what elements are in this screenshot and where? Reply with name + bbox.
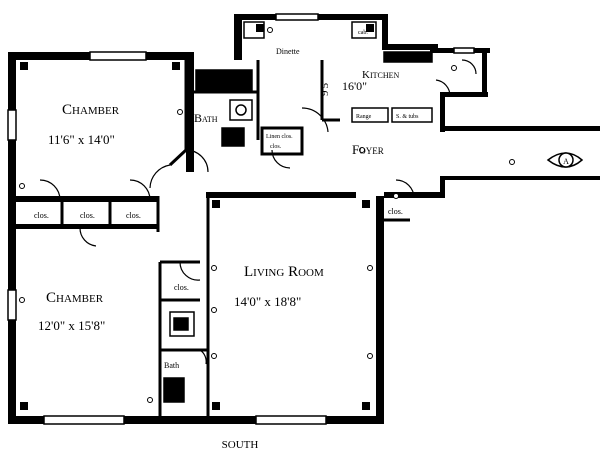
kitchen-name: Kitchen [362,69,399,81]
entry-marker: A [546,152,584,168]
kitchen-dims: 16'0" [342,79,367,93]
range-label: Range [356,114,372,120]
door-swings [39,59,477,365]
closet-label-3: clos. [126,211,141,220]
bath-bottom-name: Bath [164,361,179,370]
corner-marks [20,24,374,410]
cabinet-label: cab. [358,30,368,36]
chamber-top-dims: 11'6" x 14'0" [48,132,115,147]
entry-marker-label: A [563,157,569,166]
chamber-top-name: Chamber [62,102,120,118]
closet-label-5: clos. [388,207,403,216]
closet-label-2: clos. [80,211,95,220]
sink-label: S. & tubs [396,114,419,120]
linen-closet-label: Linen clos. [266,134,293,140]
orientation-caption: SOUTH [222,439,259,451]
windows [7,13,475,425]
living-room-name: Living Room [244,264,324,280]
closet-label-4: clos. [174,283,189,292]
foyer-name: Foyer [352,142,384,157]
bath-top-name: Bath [194,111,218,125]
closet-label-1: clos. [34,211,49,220]
exterior-walls [8,14,600,424]
kitchen-dims-side: 9'5" [319,79,331,96]
living-room-dims: 14'0" x 18'8" [234,294,301,309]
chamber-bottom-name: Chamber [46,290,104,306]
fixtures [163,21,433,403]
chamber-bottom-dims: 12'0" x 15'8" [38,318,105,333]
closet-label-6: clos. [270,144,282,150]
dinette-name: Dinette [276,47,300,56]
outlet-markers [19,27,515,403]
interior-walls [60,60,410,416]
